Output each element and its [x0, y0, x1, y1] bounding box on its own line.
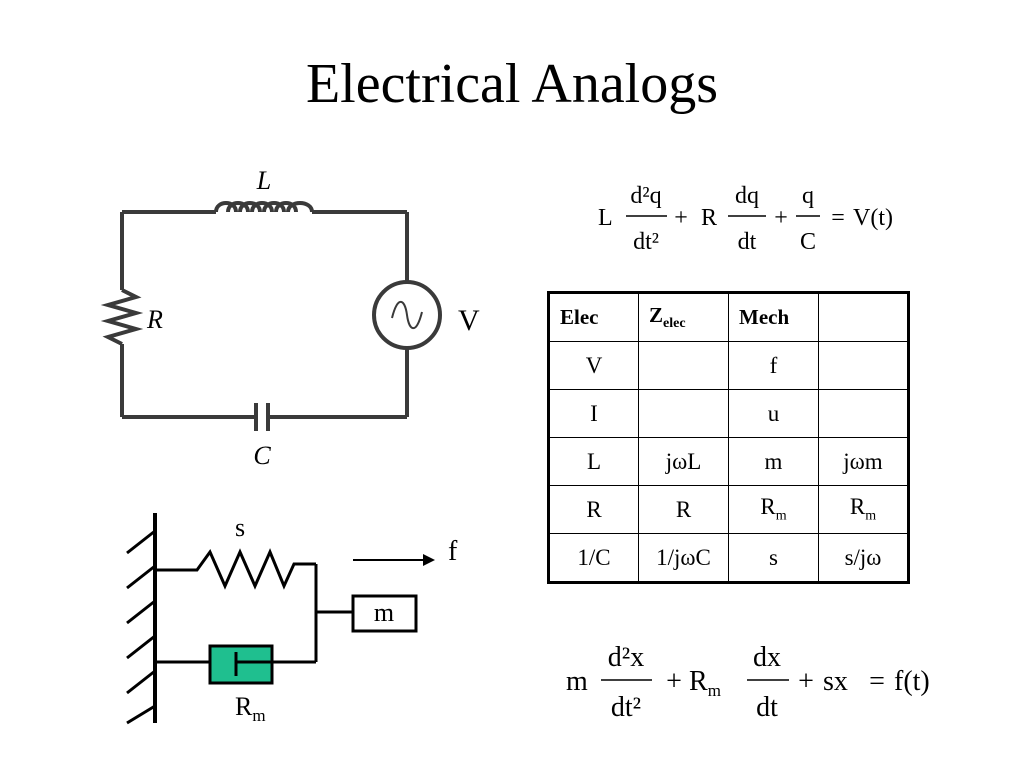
table-header-cell: Mech: [728, 292, 819, 342]
table-header-cell: Zelec: [638, 292, 729, 342]
eq-m-d2x: d²x: [608, 642, 644, 673]
table-cell: R: [638, 485, 729, 534]
table-cell: m: [728, 437, 819, 486]
capacitor-label: C: [253, 441, 271, 470]
mass-label: m: [374, 598, 394, 627]
table-cell: [638, 341, 729, 390]
damper-body: [208, 644, 274, 685]
voltage-source-symbol: [372, 280, 442, 350]
eq-m-sx: sx: [823, 666, 848, 697]
table-cell: jωL: [638, 437, 729, 486]
eq-e-dt: dt: [738, 229, 757, 255]
table-cell: s/jω: [818, 533, 909, 583]
table-cell: I: [548, 389, 639, 438]
eq-m-plus-2: +: [798, 666, 814, 697]
eq-e-d2q: d²q: [630, 183, 661, 209]
table-cell: V: [548, 341, 639, 390]
mass-block: [351, 594, 418, 633]
table-cell: L: [548, 437, 639, 486]
eq-e-q: q: [802, 183, 814, 209]
table-cell: 1/C: [548, 533, 639, 583]
eq-e-dt2: dt²: [633, 229, 659, 255]
table-header-cell: [818, 292, 909, 342]
wall-hatching: [126, 529, 156, 725]
inductor-symbol: [214, 201, 314, 213]
eq-e-L: L: [598, 205, 613, 231]
eq-m-Rm: Rm: [689, 666, 721, 700]
table-cell: Rm: [728, 485, 819, 534]
mechanical-equation: m d²x dt² + Rm dx dt + sx = f(t): [566, 642, 930, 723]
eq-e-equals: =: [831, 205, 845, 231]
mechanical-diagram: [126, 513, 423, 725]
eq-e-rhs: V(t): [853, 205, 893, 231]
table-cell: f: [728, 341, 819, 390]
sine-wave-icon: [391, 300, 423, 330]
table-cell: [818, 389, 909, 438]
table-header-cell: Elec: [548, 292, 639, 342]
eq-m-dt: dt: [756, 692, 778, 723]
eq-e-plus-2: +: [774, 205, 788, 231]
spring-label: s: [235, 513, 245, 542]
eq-e-plus-1: +: [674, 205, 688, 231]
slide-title: Electrical Analogs: [305, 53, 719, 115]
damper-piston: [234, 652, 272, 676]
table-cell: u: [728, 389, 819, 438]
force-label: f: [448, 536, 458, 567]
eq-m-dx: dx: [753, 642, 781, 673]
table-cell: [638, 389, 729, 438]
spring-symbol: [155, 548, 316, 590]
damper-label: Rm: [235, 692, 266, 725]
table-cell: R: [548, 485, 639, 534]
table-cell: 1/jωC: [638, 533, 729, 583]
eq-e-C: C: [800, 229, 816, 255]
electrical-equation: L d²q dt² + R dq dt + q C = V(t): [598, 183, 893, 255]
eq-e-dq: dq: [735, 183, 759, 209]
table-cell: [818, 341, 909, 390]
resistor-label: R: [146, 305, 163, 334]
eq-m-rhs: f(t): [894, 666, 930, 697]
table-cell: jωm: [818, 437, 909, 486]
eq-e-R: R: [701, 205, 717, 231]
inductor-label: L: [256, 166, 271, 195]
resistor-symbol: [100, 288, 144, 346]
eq-m-dt2: dt²: [611, 692, 641, 723]
force-arrow-icon: [423, 554, 435, 566]
eq-m-equals: =: [869, 666, 885, 697]
capacitor-symbol: [254, 403, 270, 431]
table-cell: s: [728, 533, 819, 583]
source-label: V: [458, 304, 480, 337]
eq-m-m: m: [566, 666, 588, 697]
eq-m-plus-1: +: [666, 666, 682, 697]
table-cell: Rm: [818, 485, 909, 534]
